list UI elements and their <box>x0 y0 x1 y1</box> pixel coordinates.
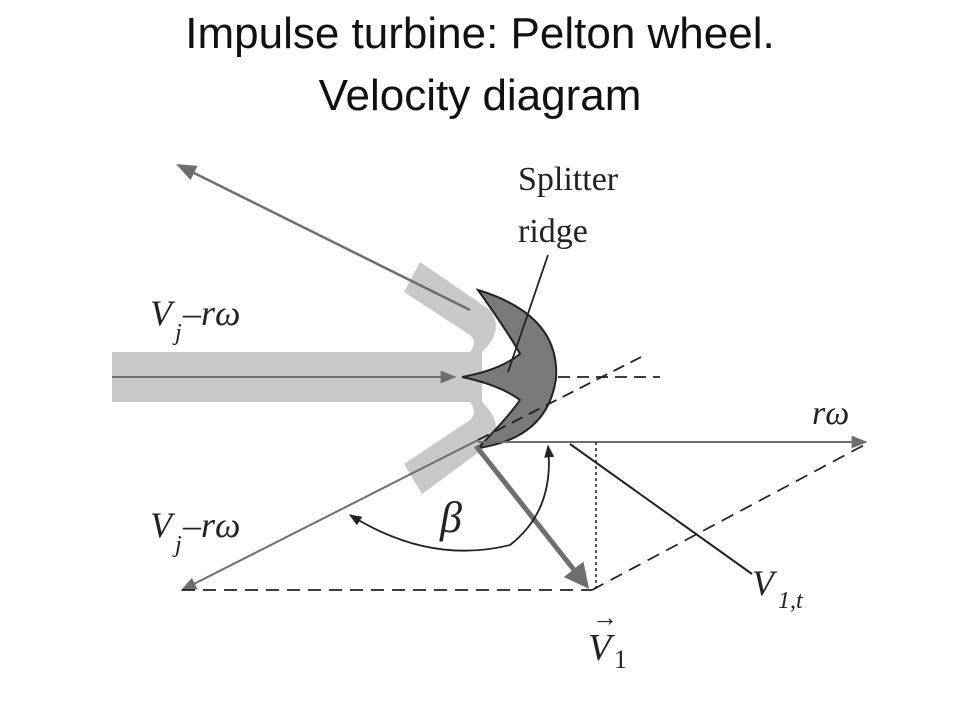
splitter-label-line-2: ridge <box>518 213 588 250</box>
label-relative-velocity-bottom: V j –rω <box>150 505 240 558</box>
relative-velocity-extension <box>477 354 646 441</box>
svg-text:V: V <box>752 563 778 603</box>
svg-text:V: V <box>150 505 176 545</box>
beta-angle-arc <box>348 444 555 552</box>
svg-text:–rω: –rω <box>182 293 240 333</box>
splitter-label-line-1: Splitter <box>518 161 619 198</box>
upper-relative-velocity-arrow <box>176 163 471 312</box>
label-relative-velocity-top: V j –rω <box>150 293 240 346</box>
page-title-line-1: Impulse turbine: Pelton wheel. <box>185 9 775 58</box>
svg-text:→: → <box>592 603 618 632</box>
svg-text:j: j <box>172 532 182 558</box>
svg-text:j: j <box>172 320 182 346</box>
svg-text:V: V <box>150 293 176 333</box>
svg-text:–rω: –rω <box>182 505 240 545</box>
splitter-leader-line <box>507 254 549 373</box>
label-beta: β <box>439 493 462 542</box>
v1t-leader-line <box>569 443 753 575</box>
parallelogram-dashed-line <box>591 443 867 591</box>
page-title-line-2: Velocity diagram <box>318 71 642 120</box>
svg-text:V: V <box>588 627 615 669</box>
label-v1t: V 1,t <box>752 563 804 614</box>
label-blade-speed: rω <box>812 395 849 432</box>
svg-text:1,t: 1,t <box>778 588 804 614</box>
svg-text:1: 1 <box>614 645 627 674</box>
label-v1: → V 1 <box>588 603 627 674</box>
upper-deflected-jet <box>404 262 496 352</box>
absolute-velocity-arrow <box>474 444 590 589</box>
